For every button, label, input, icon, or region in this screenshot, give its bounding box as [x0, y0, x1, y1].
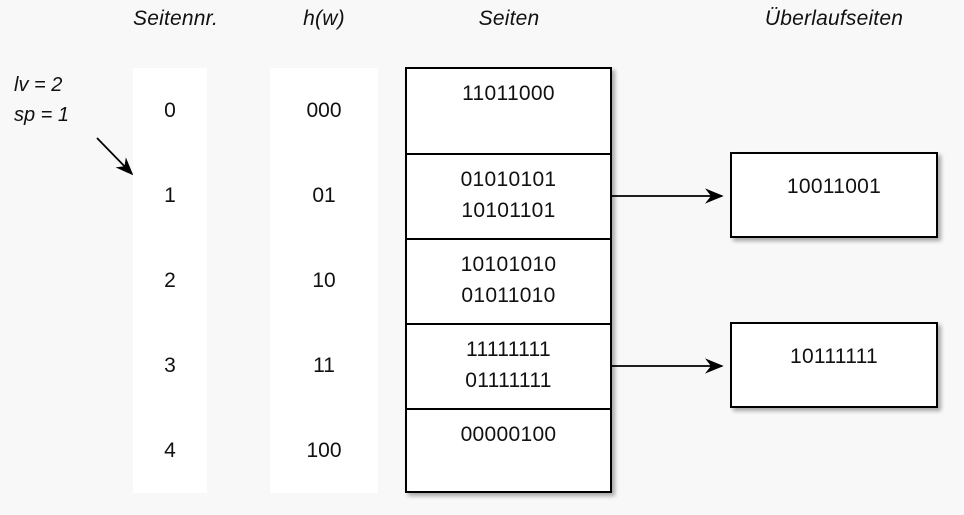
- seitennr-cell-2: 2: [164, 269, 176, 292]
- bucket-page-1: 01010101 10101101: [407, 155, 610, 240]
- record: 01011010: [461, 284, 556, 307]
- parameter-labels: lv = 2 sp = 1: [14, 70, 69, 130]
- seitennr-cell-4: 4: [164, 439, 176, 462]
- arrow-right-icon-bucket3-to-overflow1: [612, 358, 724, 374]
- bucket-page-3: 11111111 01111111: [407, 325, 610, 410]
- seitennr-cell-3: 3: [164, 354, 176, 377]
- record: 11011000: [462, 82, 555, 105]
- split-pointer-arrow-icon: [96, 137, 134, 176]
- seiten-table: 11011000 01010101 10101101 10101010 0101…: [405, 67, 612, 493]
- record: 10111111: [789, 345, 879, 368]
- param-lv: lv = 2: [14, 74, 63, 96]
- record: 10101101: [461, 199, 556, 222]
- bucket-page-0: 11011000: [407, 69, 610, 155]
- column-header-hw: h(w): [303, 7, 345, 30]
- seitennr-cell-0: 0: [164, 99, 176, 122]
- column-header-ueberlaufseiten: Überlaufseiten: [764, 7, 904, 30]
- column-header-seitennr: Seitennr.: [133, 7, 219, 30]
- column-seitennr: 0 1 2 3 4: [133, 68, 207, 493]
- record: 00000100: [460, 423, 557, 446]
- hw-cell-1: 01: [312, 184, 336, 207]
- record: 01111111: [465, 369, 552, 392]
- seitennr-cell-1: 1: [164, 184, 176, 207]
- arrow-right-icon-bucket1-to-overflow0: [612, 188, 724, 204]
- overflow-page-0: 10011001: [730, 152, 938, 238]
- record: 11111111: [466, 338, 551, 361]
- hw-cell-2: 10: [312, 269, 336, 292]
- record: 10011001: [786, 175, 882, 198]
- hw-cell-0: 000: [306, 99, 342, 122]
- bucket-page-4: 00000100: [407, 410, 610, 491]
- param-sp: sp = 1: [14, 104, 70, 126]
- bucket-page-2: 10101010 01011010: [407, 240, 610, 325]
- record: 01010101: [460, 168, 557, 191]
- column-header-seiten: Seiten: [478, 7, 540, 30]
- record: 10101010: [460, 253, 557, 276]
- overflow-page-1: 10111111: [730, 322, 938, 408]
- hw-cell-3: 11: [313, 354, 335, 377]
- column-hw: 000 01 10 11 100: [270, 68, 378, 493]
- hw-cell-4: 100: [306, 439, 342, 462]
